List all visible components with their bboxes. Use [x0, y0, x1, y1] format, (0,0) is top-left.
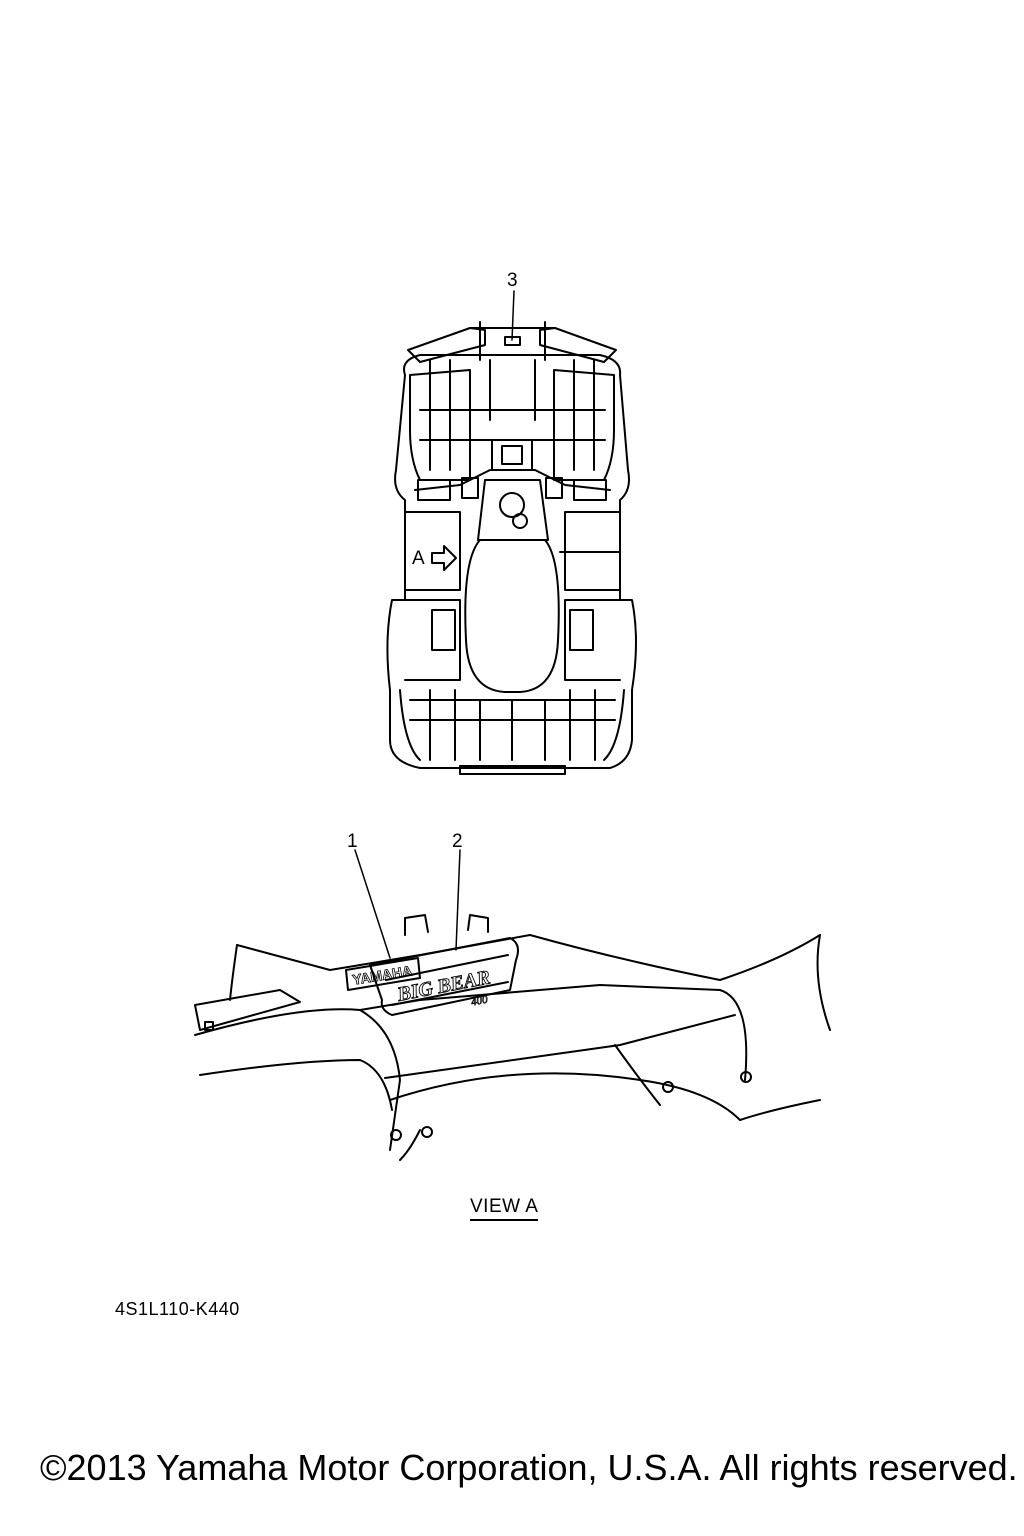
copyright-text: ©2013 Yamaha Motor Corporation, U.S.A. A… [40, 1447, 1018, 1488]
leader-line-2 [455, 849, 461, 951]
view-arrow-icon [431, 545, 457, 571]
displacement-decal-text: 400 [470, 993, 489, 1008]
leader-line-3 [511, 290, 515, 341]
view-arrow-label: A [412, 548, 425, 569]
part-code: 4S1L110-K440 [115, 1299, 240, 1319]
leader-line-1 [354, 849, 391, 959]
callout-1: 1 [347, 831, 358, 852]
atv-top-view [386, 321, 637, 775]
callout-2: 2 [452, 831, 463, 852]
callout-3: 3 [507, 270, 518, 291]
view-a-label: VIEW A [470, 1196, 539, 1221]
view-a-side-detail [194, 914, 831, 1161]
